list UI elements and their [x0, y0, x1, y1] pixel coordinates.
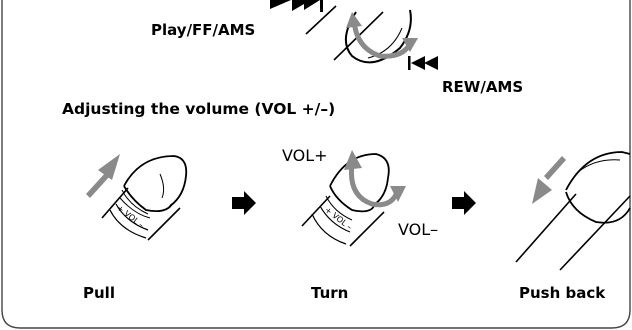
- section-title: Adjusting the volume (VOL +/–): [62, 100, 336, 118]
- step-arrow-icon: [232, 191, 256, 215]
- step-arrow-icon-2: [452, 191, 476, 215]
- pull-caption: Pull: [83, 284, 115, 302]
- play-ff-ams-label: Play/FF/AMS: [151, 21, 256, 39]
- turn-knob-arrow-icon: [344, 150, 406, 208]
- push-back-caption: Push back: [519, 284, 606, 302]
- rew-icon: [408, 56, 438, 70]
- rew-ams-label: REW/AMS: [442, 78, 524, 96]
- push-arrow-icon: [532, 156, 566, 204]
- vol-minus-label: VOL–: [398, 220, 439, 239]
- push-knob: [515, 151, 631, 271]
- vol-plus-label: VOL+: [282, 146, 328, 165]
- turn-arrow-icon: [346, 12, 418, 59]
- pull-arrow-icon: [86, 154, 120, 198]
- turn-caption: Turn: [311, 284, 349, 302]
- pull-knob: [101, 155, 188, 241]
- play-ff-icon: [270, 0, 323, 12]
